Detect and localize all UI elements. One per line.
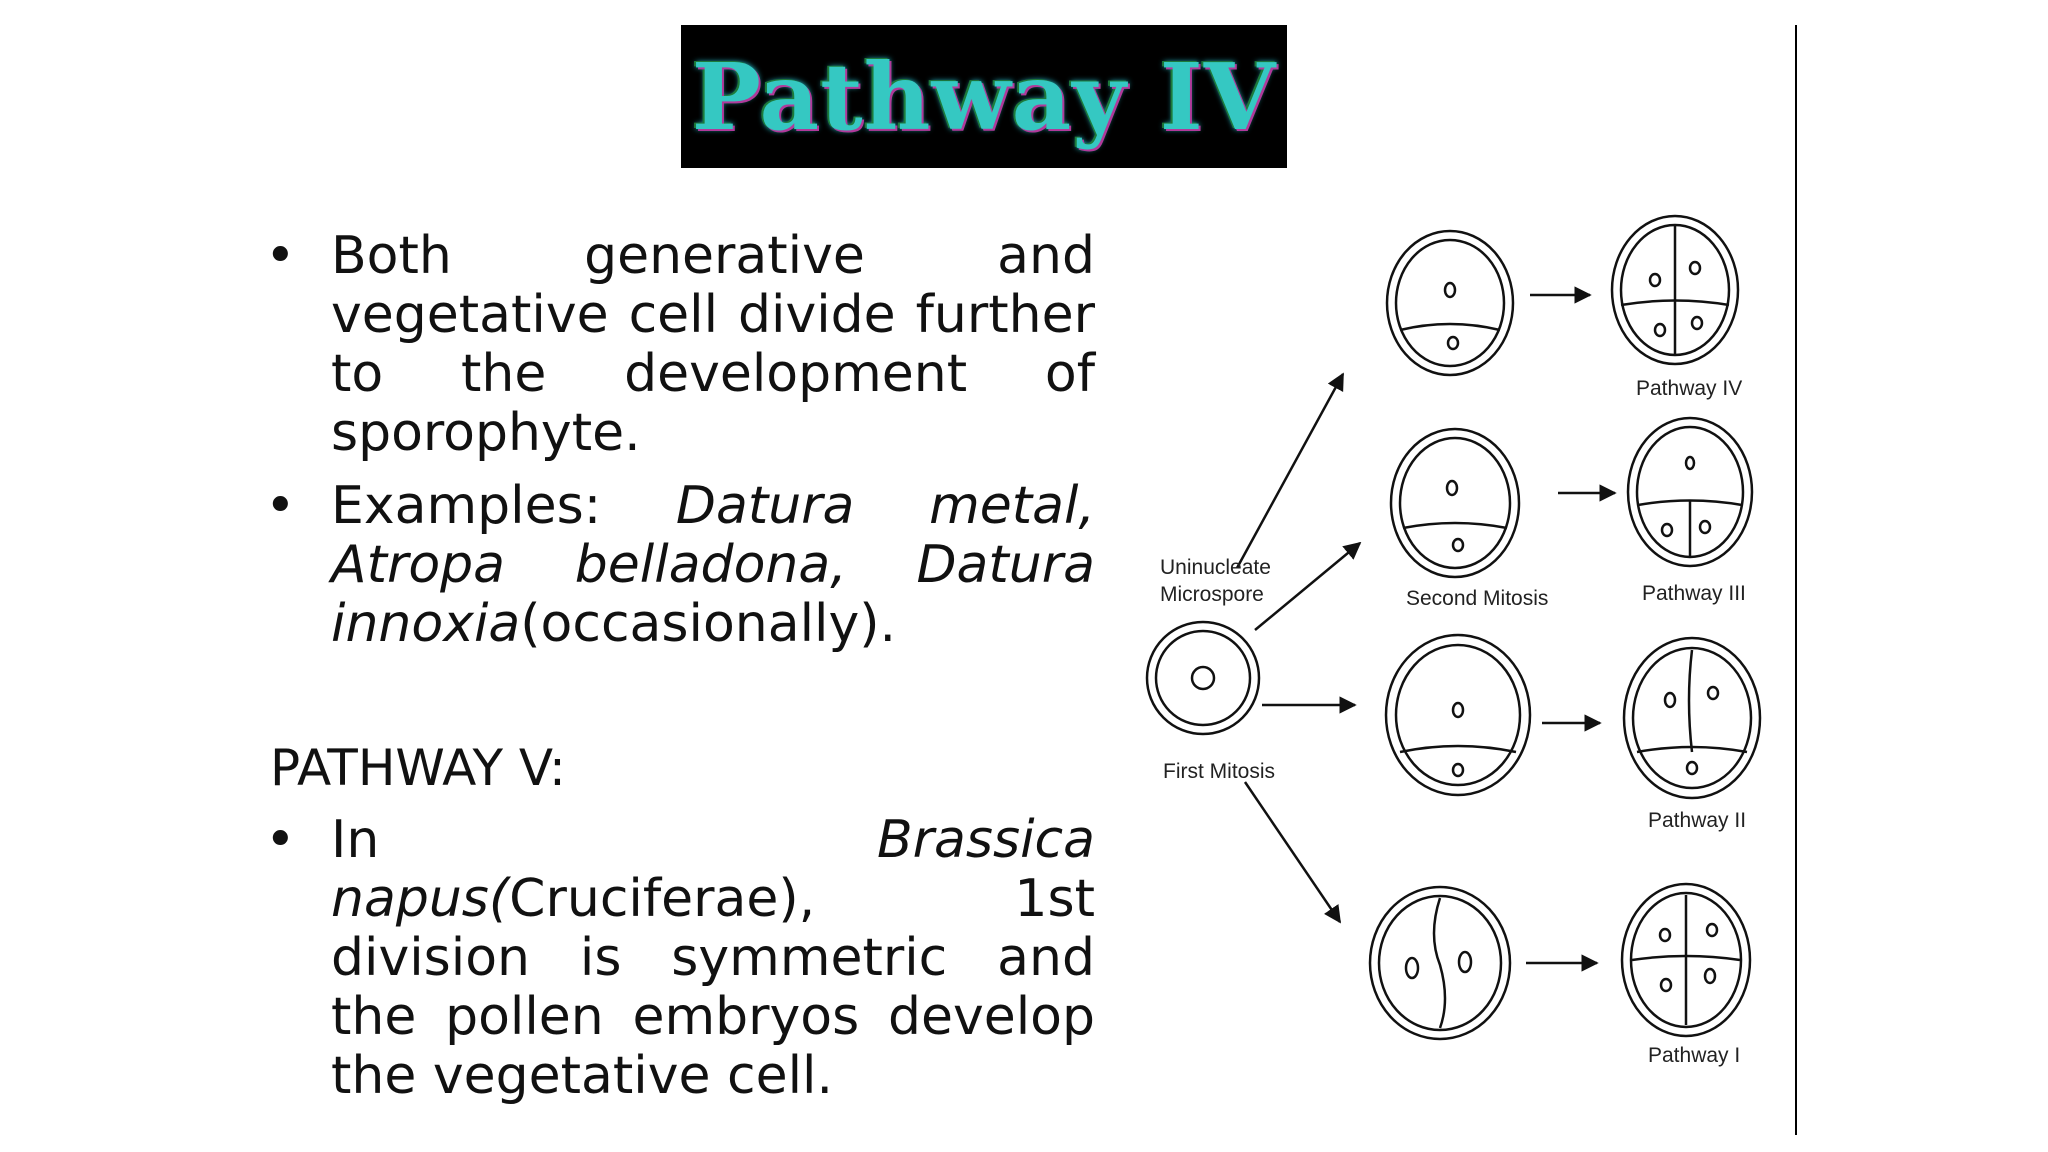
- label-second-mitosis: Second Mitosis: [1406, 587, 1548, 610]
- label-pathway-iv: Pathway IV: [1636, 377, 1742, 400]
- arrow-to-pathway-iii: [1254, 541, 1362, 631]
- pathway-iii-result-cell: [1626, 416, 1754, 568]
- label-pathway-ii: Pathway II: [1648, 809, 1746, 832]
- pathway-i-result-cell: [1620, 882, 1752, 1038]
- label-uninucleate: Uninucleate: [1160, 556, 1271, 579]
- pathway-iv-binucleate-cell: [1385, 229, 1515, 377]
- label-first-mitosis: First Mitosis: [1163, 760, 1275, 783]
- label-pathway-iii: Pathway III: [1642, 582, 1746, 605]
- pathway-iv-result-cell: [1610, 214, 1740, 366]
- bullet-item: • Both generative and vegetative cell di…: [265, 227, 1095, 463]
- arrow-to-pathway-iv: [1235, 372, 1345, 569]
- bullet-item: • Examples: Datura metal, Atropa bellado…: [265, 477, 1095, 654]
- symmetric-division-cell: [1368, 885, 1512, 1041]
- arrow-to-pathway-i: [1243, 781, 1342, 924]
- bullet-segment: Both generative and vegetative cell divi…: [331, 226, 1095, 463]
- right-divider-line: [1795, 25, 1797, 1135]
- pathway-v-heading: PATHWAY V:: [270, 739, 566, 797]
- bullet-segment-italic: Datura metal, Atropa belladona, Datura i…: [331, 476, 1095, 654]
- pathway-iv-bullets: • Both generative and vegetative cell di…: [265, 227, 1095, 668]
- bullet-segment: Cruciferae), 1st division is symmetric a…: [331, 869, 1095, 1106]
- bullet-dot: •: [265, 810, 296, 870]
- pathway-ii-result-cell: [1622, 636, 1762, 800]
- pathway-v-bullets: • In Brassica napus(Cruciferae), 1st div…: [265, 811, 1095, 1120]
- bullet-text: Examples: Datura metal, Atropa belladona…: [331, 477, 1095, 654]
- label-microspore: Microspore: [1160, 583, 1264, 606]
- bullet-segment: Examples:: [331, 476, 676, 536]
- bullet-segment-italic: Brassica napus(: [331, 810, 1095, 929]
- uninucleate-microspore-cell: [1145, 620, 1261, 736]
- second-mitosis-binucleate-cell: [1389, 427, 1521, 579]
- bullet-dot: •: [265, 226, 296, 286]
- bullet-text: In Brassica napus(Cruciferae), 1st divis…: [331, 811, 1095, 1106]
- label-pathway-i: Pathway I: [1648, 1044, 1740, 1067]
- bullet-text: Both generative and vegetative cell divi…: [331, 227, 1095, 463]
- first-mitosis-binucleate-cell: [1384, 633, 1532, 797]
- bullet-segment: In: [331, 810, 877, 870]
- slide-title: Pathway IV: [691, 42, 1277, 151]
- bullet-item: • In Brassica napus(Cruciferae), 1st div…: [265, 811, 1095, 1106]
- title-banner: Pathway IV: [681, 25, 1287, 168]
- bullet-dot: •: [265, 476, 296, 536]
- bullet-segment: (occasionally).: [520, 594, 897, 654]
